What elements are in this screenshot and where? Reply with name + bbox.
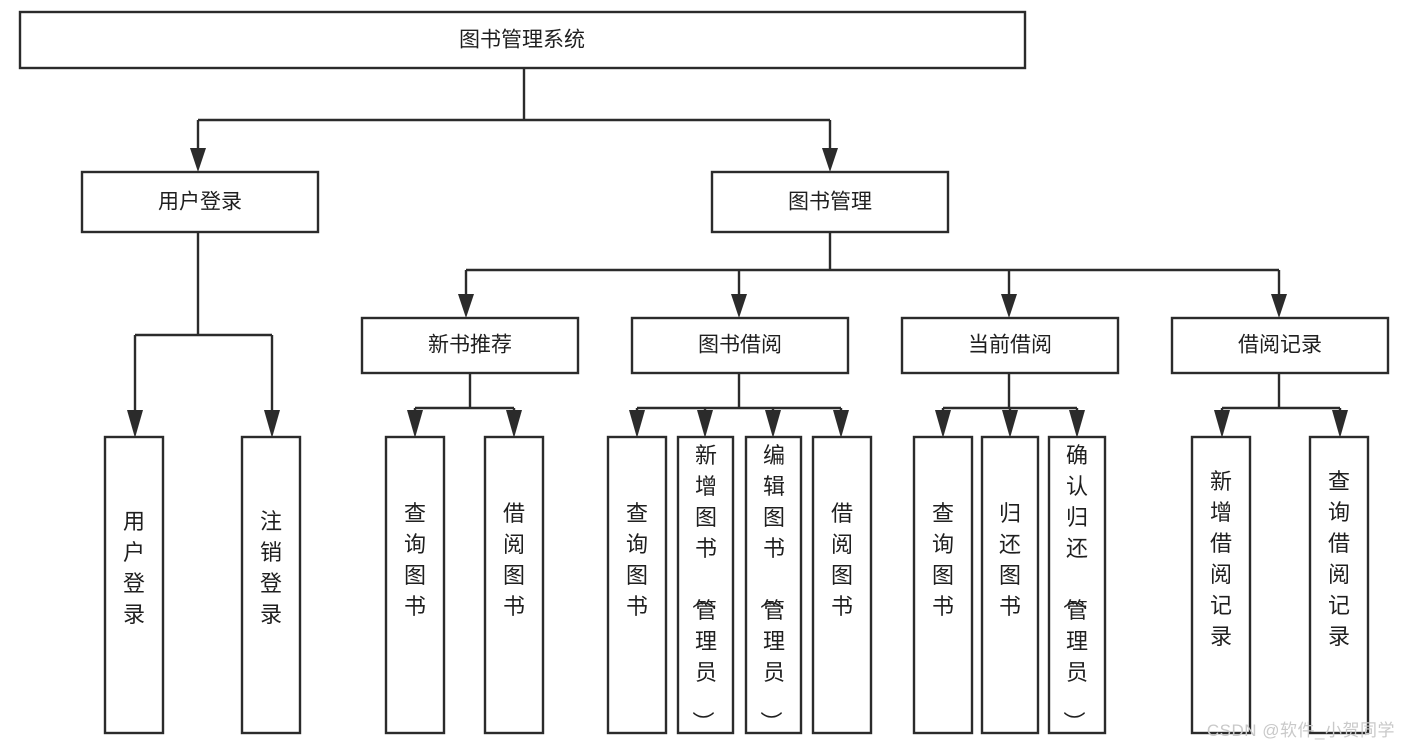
- node-user-login-label: 用户登录: [158, 191, 242, 214]
- node-leaf-add-record[interactable]: 新增借阅记录: [1190, 435, 1252, 735]
- node-leaf-query-book-1-label: 查询图书: [404, 501, 426, 619]
- node-leaf-add-record-box[interactable]: [1190, 435, 1252, 735]
- node-leaf-query-record[interactable]: 查询借阅记录: [1308, 435, 1370, 735]
- node-borrow-record[interactable]: 借阅记录: [1170, 316, 1390, 375]
- arrow-head-icon-leaf-query-book-1: [407, 410, 423, 438]
- arrow-head-icon-leaf-borrow-book-2: [833, 410, 849, 438]
- node-leaf-borrow-book-2[interactable]: 借阅图书: [811, 435, 873, 735]
- node-leaf-edit-book-label: 编辑图书（管理员）: [758, 443, 785, 733]
- node-borrow-record-box[interactable]: [1170, 316, 1390, 375]
- arrow-head-icon-leaf-user-login: [127, 410, 143, 438]
- node-new-book-rec-box[interactable]: [360, 316, 580, 375]
- arrow-head-icon-leaf-borrow-book-1: [506, 410, 522, 438]
- node-leaf-confirm-return-box[interactable]: [1047, 435, 1107, 735]
- arrow-head-icon-borrow-record: [1271, 294, 1287, 318]
- node-leaf-query-book-2[interactable]: 查询图书: [606, 435, 668, 735]
- node-current-borrow-label: 当前借阅: [968, 334, 1052, 357]
- connector-layer: [127, 68, 1348, 438]
- node-leaf-edit-book[interactable]: 编辑图书（管理员）: [744, 435, 803, 735]
- node-current-borrow-box[interactable]: [900, 316, 1120, 375]
- node-leaf-user-login-label: 用户登录: [123, 509, 145, 627]
- node-leaf-borrow-book-1-label: 借阅图书: [503, 501, 525, 619]
- node-leaf-borrow-book-2-label: 借阅图书: [831, 501, 853, 619]
- node-leaf-query-record-label: 查询借阅记录: [1328, 469, 1350, 649]
- node-user-login[interactable]: 用户登录: [80, 170, 320, 234]
- arrow-head-icon-book-borrow: [731, 294, 747, 318]
- arrow-head-icon-user-login: [190, 148, 206, 172]
- node-leaf-logout-box[interactable]: [240, 435, 302, 735]
- node-current-borrow[interactable]: 当前借阅: [900, 316, 1120, 375]
- node-leaf-query-book-3-label: 查询图书: [932, 501, 954, 619]
- node-new-book-rec[interactable]: 新书推荐: [360, 316, 580, 375]
- arrow-head-icon-current-borrow: [1001, 294, 1017, 318]
- node-leaf-return-book[interactable]: 归还图书: [980, 435, 1040, 735]
- node-leaf-return-book-label: 归还图书: [999, 501, 1021, 619]
- node-leaf-return-book-box[interactable]: [980, 435, 1040, 735]
- node-root[interactable]: 图书管理系统: [18, 10, 1027, 70]
- node-leaf-add-book-box[interactable]: [676, 435, 735, 735]
- node-new-book-rec-label: 新书推荐: [428, 334, 512, 357]
- node-leaf-confirm-return-label: 确认归还（管理员）: [1061, 443, 1088, 733]
- node-user-login-box[interactable]: [80, 170, 320, 234]
- node-book-borrow-box[interactable]: [630, 316, 850, 375]
- node-leaf-borrow-book-1[interactable]: 借阅图书: [483, 435, 545, 735]
- node-leaf-add-record-label: 新增借阅记录: [1210, 469, 1232, 649]
- node-leaf-add-book[interactable]: 新增图书（管理员）: [676, 435, 735, 735]
- node-book-manage[interactable]: 图书管理: [710, 170, 950, 234]
- node-leaf-logout-label: 注销登录: [260, 509, 282, 627]
- arrow-head-icon-new-book-rec: [458, 294, 474, 318]
- arrow-head-icon-leaf-query-record: [1332, 410, 1348, 438]
- node-leaf-query-book-1-box[interactable]: [384, 435, 446, 735]
- arrow-head-icon-leaf-confirm-return: [1069, 410, 1085, 438]
- node-root-box[interactable]: [18, 10, 1027, 70]
- node-book-borrow-label: 图书借阅: [698, 334, 782, 357]
- arrow-head-icon-leaf-add-book: [697, 410, 713, 438]
- node-leaf-query-record-box[interactable]: [1308, 435, 1370, 735]
- node-leaf-query-book-3-box[interactable]: [912, 435, 974, 735]
- node-leaf-user-login-box[interactable]: [103, 435, 165, 735]
- node-leaf-confirm-return[interactable]: 确认归还（管理员）: [1047, 435, 1107, 735]
- node-leaf-edit-book-box[interactable]: [744, 435, 803, 735]
- node-leaf-borrow-book-2-box[interactable]: [811, 435, 873, 735]
- arrow-head-icon-book-manage: [822, 148, 838, 172]
- arrow-head-icon-leaf-query-book-3: [935, 410, 951, 438]
- node-book-manage-label: 图书管理: [788, 191, 872, 214]
- node-leaf-add-book-label: 新增图书（管理员）: [690, 443, 717, 733]
- node-book-manage-box[interactable]: [710, 170, 950, 234]
- arrow-head-icon-leaf-return-book: [1002, 410, 1018, 438]
- node-leaf-borrow-book-1-box[interactable]: [483, 435, 545, 735]
- node-leaf-query-book-2-box[interactable]: [606, 435, 668, 735]
- node-leaf-query-book-3[interactable]: 查询图书: [912, 435, 974, 735]
- arrow-head-icon-leaf-add-record: [1214, 410, 1230, 438]
- arrow-head-icon-leaf-edit-book: [765, 410, 781, 438]
- node-root-label: 图书管理系统: [459, 29, 585, 52]
- node-leaf-query-book-1[interactable]: 查询图书: [384, 435, 446, 735]
- node-book-borrow[interactable]: 图书借阅: [630, 316, 850, 375]
- arrow-head-icon-leaf-logout: [264, 410, 280, 438]
- node-leaf-user-login[interactable]: 用户登录: [103, 435, 165, 735]
- arrow-head-icon-leaf-query-book-2: [629, 410, 645, 438]
- node-leaf-query-book-2-label: 查询图书: [626, 501, 648, 619]
- node-leaf-logout[interactable]: 注销登录: [240, 435, 302, 735]
- node-borrow-record-label: 借阅记录: [1238, 334, 1322, 357]
